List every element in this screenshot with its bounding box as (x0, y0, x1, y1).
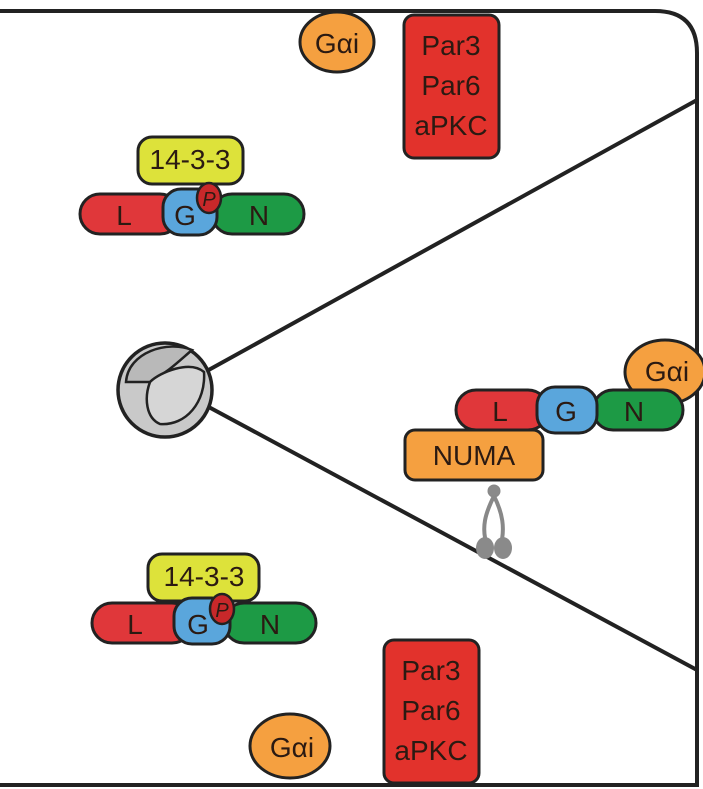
l-label-right: L (492, 396, 508, 427)
centrosome (116, 341, 214, 439)
gai-right-label: Gαi (645, 356, 689, 387)
par6-label-top: Par6 (421, 70, 480, 101)
numa-label: NUMA (433, 440, 516, 471)
gai-top: Gαi (298, 10, 376, 74)
g-label-right: G (555, 396, 577, 427)
spindle-line-upper (204, 98, 698, 374)
par6-label-bottom: Par6 (401, 695, 460, 726)
gai-bottom: Gαi (248, 712, 332, 780)
par3-label-bottom: Par3 (401, 655, 460, 686)
lgn-numa-complex: L G N NUMA (403, 385, 685, 482)
phospho-top (195, 181, 223, 215)
par3-label-top: Par3 (421, 30, 480, 61)
lgn-complex-bottom: 14-3-3 L G N P (90, 552, 318, 646)
g-label-top: G (174, 200, 196, 231)
phospho-bottom (208, 592, 236, 626)
n-label-right: N (624, 396, 644, 427)
lgn-complex-top: 14-3-3 L G N P (78, 135, 306, 237)
gai-top-label: Gαi (315, 28, 359, 59)
l-label-bottom: L (127, 609, 143, 640)
p1433-label-bottom: 14-3-3 (164, 561, 245, 592)
dynein-motor (476, 484, 512, 559)
apkc-label-bottom: aPKC (394, 735, 467, 766)
gai-bottom-label: Gαi (270, 732, 314, 763)
g-label-bottom: G (187, 609, 209, 640)
n-label-top: N (249, 200, 269, 231)
spindle-line-lower (204, 403, 698, 672)
par-complex-top: Par3 Par6 aPKC (402, 13, 501, 160)
phospho-label-bottom: P (215, 600, 229, 622)
phospho-label-top: P (202, 189, 216, 211)
cell-membrane (0, 9, 699, 787)
p1433-label-top: 14-3-3 (150, 144, 231, 175)
par-complex-bottom: Par3 Par6 aPKC (382, 638, 481, 785)
n-label-bottom: N (260, 609, 280, 640)
apkc-label-top: aPKC (414, 110, 487, 141)
l-label-top: L (116, 200, 132, 231)
